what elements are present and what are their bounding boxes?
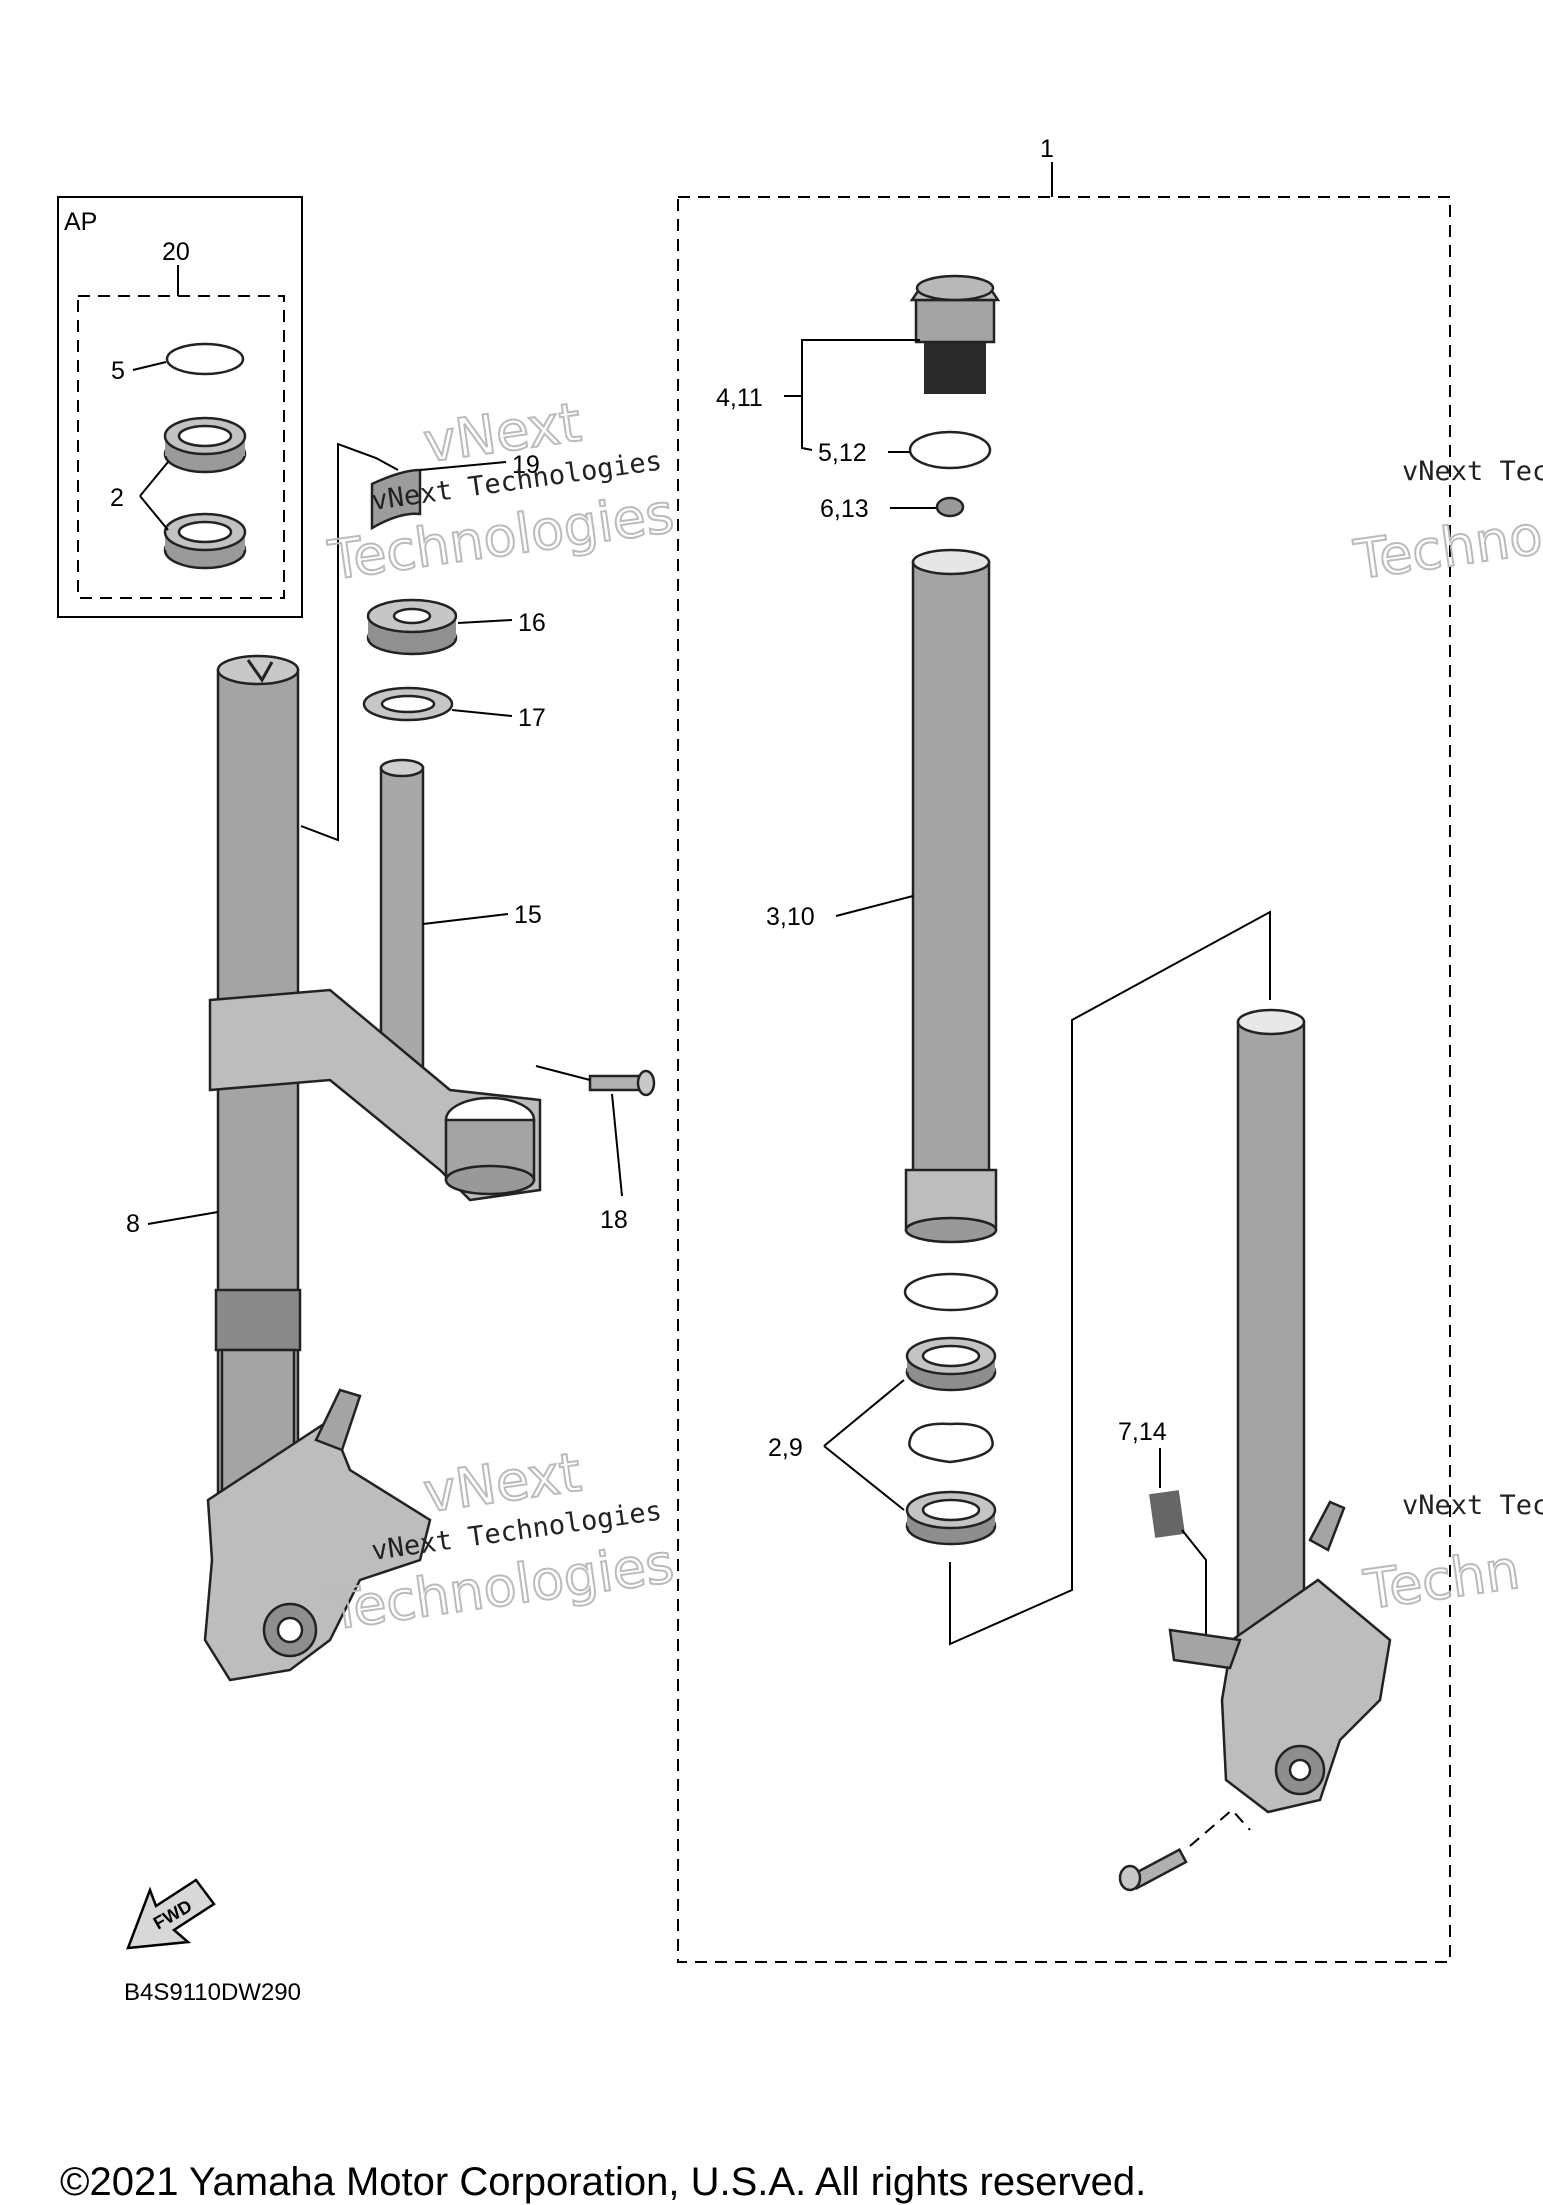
callout-4-11: 4,11 bbox=[716, 384, 763, 412]
copyright-notice: ©2021 Yamaha Motor Corporation, U.S.A. A… bbox=[60, 2160, 1147, 2204]
clip-2-9 bbox=[908, 1422, 994, 1464]
shim-19 bbox=[370, 468, 422, 531]
fork-kit-1: 1 4,11 5,12 6,13 3,10 bbox=[677, 135, 1451, 1963]
callout-15: 15 bbox=[514, 901, 542, 929]
watermark-lower-right: vNext Tec Techn bbox=[1359, 1490, 1543, 1623]
lower-triple-clamp bbox=[208, 988, 542, 1202]
diagram-code: B4S9110DW290 bbox=[124, 1979, 301, 2006]
bearing-lower bbox=[163, 512, 247, 570]
nut-16 bbox=[366, 598, 458, 656]
fwd-arrow-icon: FWD bbox=[126, 1878, 216, 1950]
ap-kit-box: AP 20 5 2 bbox=[57, 196, 303, 618]
svg-text:Techn: Techn bbox=[1360, 1538, 1523, 1622]
seal-lower-2-9 bbox=[905, 1490, 997, 1546]
callout-1: 1 bbox=[1040, 135, 1054, 163]
axle-bolt-right bbox=[1118, 1847, 1188, 1892]
svg-text:vNext Tec: vNext Tec bbox=[1402, 456, 1543, 487]
callout-8: 8 bbox=[126, 1210, 140, 1238]
label-7-14 bbox=[1149, 1490, 1185, 1538]
callout-19: 19 bbox=[512, 451, 540, 479]
steering-stem-15 bbox=[379, 758, 425, 1080]
callout-16: 16 bbox=[518, 609, 546, 637]
fork-tube-8 bbox=[214, 654, 302, 1552]
bolt-18 bbox=[588, 1069, 656, 1097]
callout-2-kit: 2 bbox=[110, 484, 124, 512]
callout-7-14: 7,14 bbox=[1118, 1418, 1167, 1446]
axle-bracket-right bbox=[1168, 1500, 1392, 1814]
axle-bracket-left bbox=[203, 1388, 432, 1682]
svg-text:vNext Tec: vNext Tec bbox=[1402, 1490, 1543, 1521]
callout-17: 17 bbox=[518, 704, 546, 732]
callout-20: 20 bbox=[162, 238, 190, 266]
svg-text:Techno: Techno bbox=[1350, 503, 1543, 592]
fork-cap-4-11 bbox=[909, 274, 1001, 394]
inner-tube bbox=[1236, 1008, 1306, 1644]
kit-label: AP bbox=[64, 208, 97, 236]
callout-3-10: 3,10 bbox=[766, 903, 815, 931]
callout-5-kit: 5 bbox=[111, 357, 125, 385]
seal-upper-2-9 bbox=[905, 1336, 997, 1392]
watermark-upper-left: vNext Technologies vNext Technologies bbox=[323, 390, 678, 594]
left-fork-assembly: 19 16 17 15 bbox=[126, 442, 656, 1682]
outer-tube-3-10 bbox=[904, 548, 998, 1244]
callout-2-9: 2,9 bbox=[768, 1434, 803, 1462]
watermark-upper-right: vNext Tec Techno bbox=[1349, 456, 1543, 593]
bearing-upper bbox=[163, 416, 247, 474]
callout-18: 18 bbox=[600, 1206, 628, 1234]
callout-6-13: 6,13 bbox=[820, 495, 869, 523]
callout-5-12: 5,12 bbox=[818, 439, 867, 467]
